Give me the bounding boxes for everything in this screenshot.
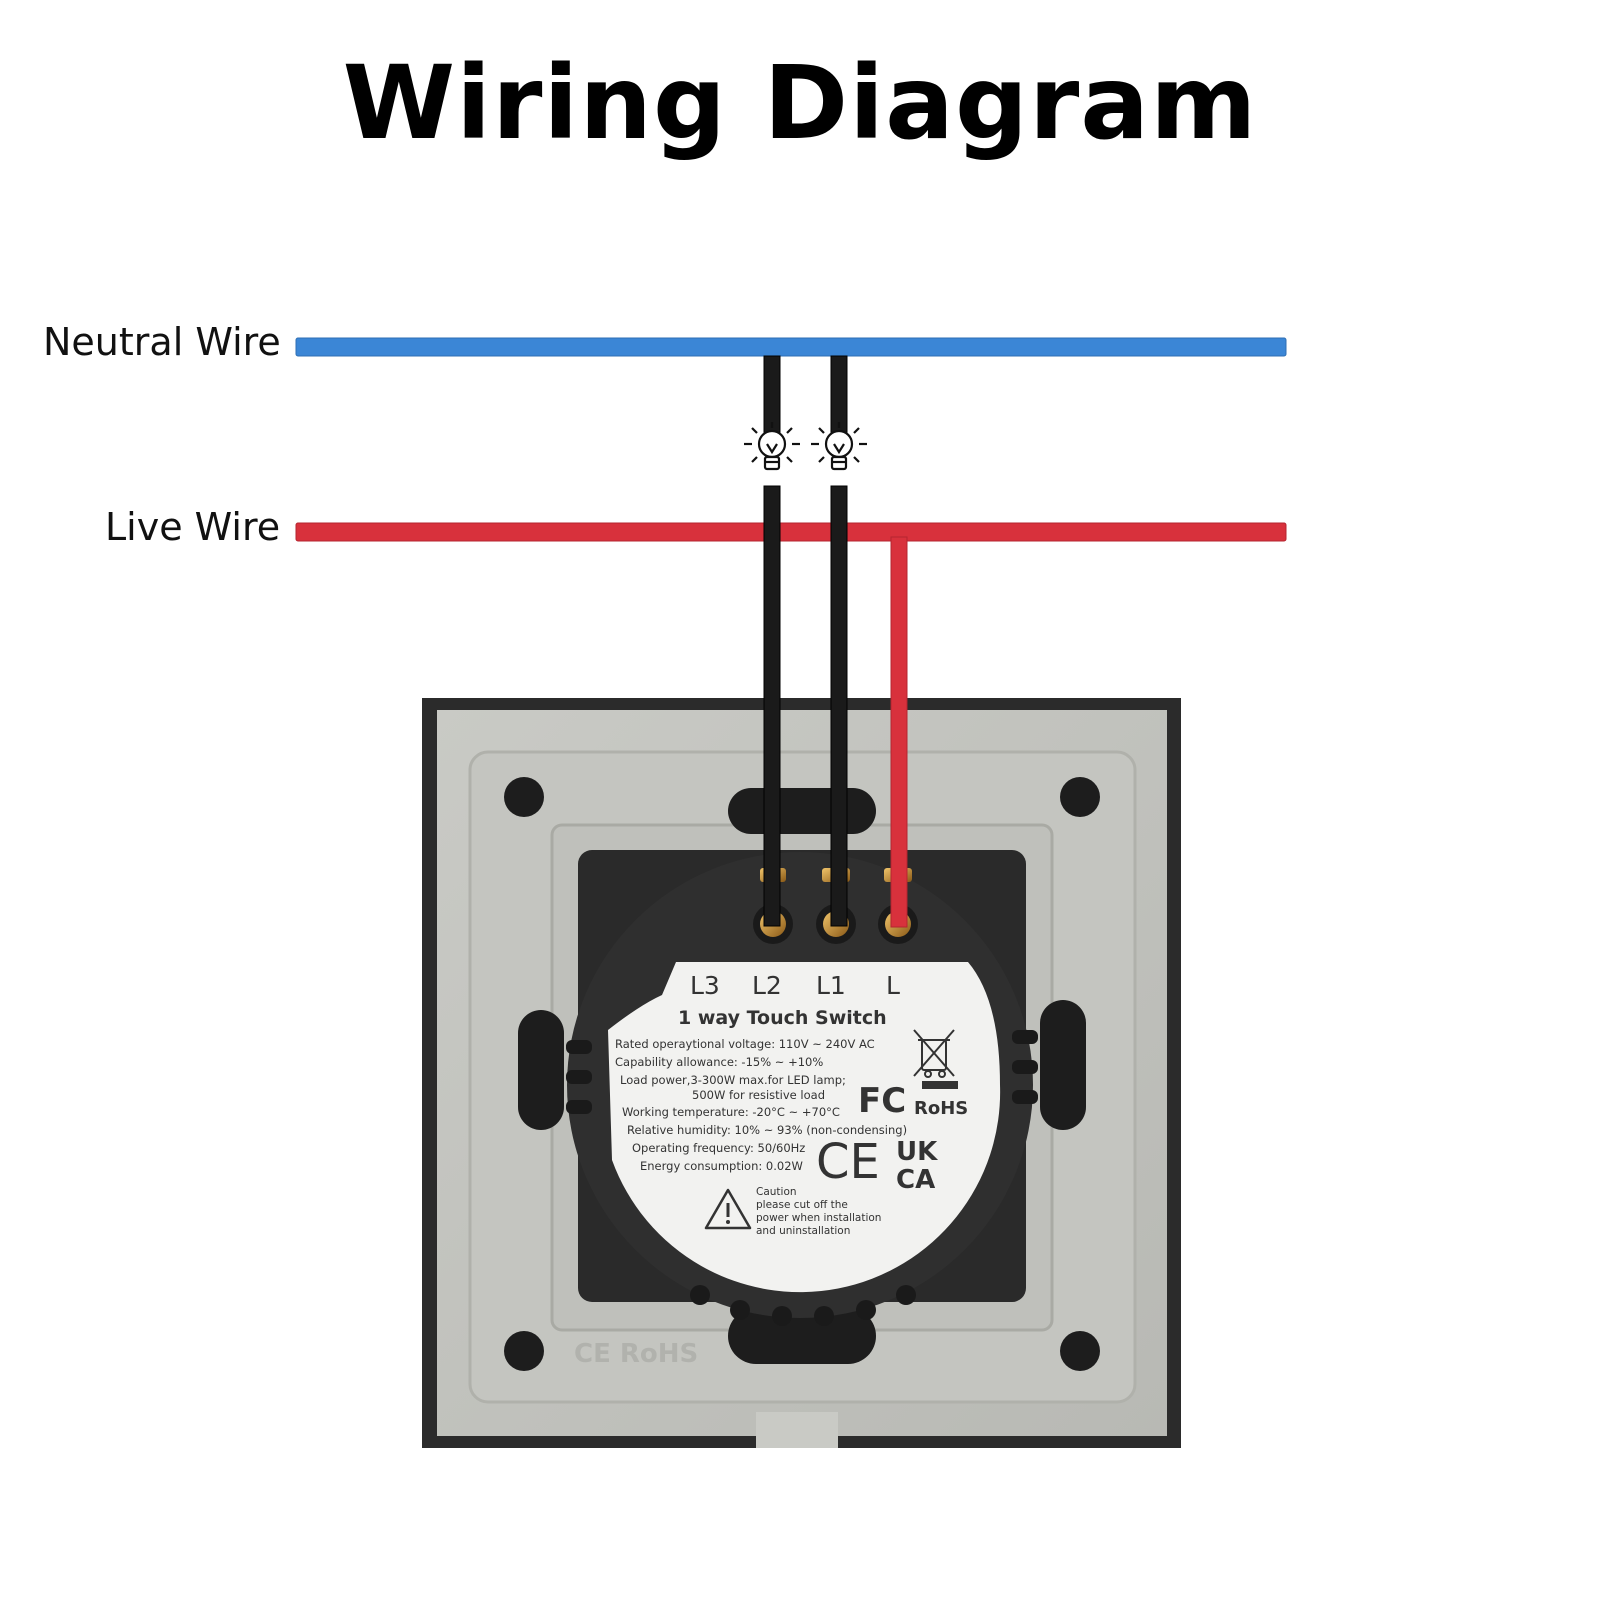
spec-line: Operating frequency: 50/60Hz [632, 1141, 805, 1155]
rohs-mark: RoHS [914, 1098, 968, 1119]
ce-mark: CE [816, 1134, 880, 1190]
terminal-label-l1: L1 [816, 971, 846, 1000]
screw-hole-icon [1060, 777, 1100, 817]
terminal-label-l3: L3 [690, 971, 720, 1000]
product-label: L3 L2 L1 L 1 way Touch Switch Rated oper… [615, 971, 968, 1237]
terminal-label-l: L [886, 971, 900, 1000]
screw-hole-icon [504, 777, 544, 817]
live-wire-branch [890, 536, 908, 928]
product-name: 1 way Touch Switch [678, 1007, 887, 1029]
weee-bin-icon [913, 1029, 955, 1078]
spec-line: Rated operaytional voltage: 110V ~ 240V … [615, 1037, 875, 1051]
neutral-wire [295, 337, 1287, 357]
light-bulb-icon [744, 422, 800, 471]
spec-line: Relative humidity: 10% ~ 93% (non-conden… [627, 1123, 907, 1137]
load-wire-l2 [763, 485, 781, 927]
live-wire [295, 522, 1287, 542]
switch-module [566, 850, 1038, 1326]
caution-line: power when installation [756, 1212, 881, 1224]
spec-line: 500W for resistive load [692, 1088, 825, 1102]
spec-line: Working temperature: -20°C ~ +70°C [622, 1105, 840, 1119]
page-title: Wiring Diagram [342, 44, 1258, 163]
light-bulb-icon [811, 422, 867, 471]
caution-line: please cut off the [756, 1199, 848, 1211]
ukca-mark-bottom: CA [896, 1165, 935, 1195]
panel-mold-text: CE RoHS [574, 1339, 698, 1369]
warning-triangle-icon [704, 1188, 752, 1230]
screw-hole-icon [504, 1331, 544, 1371]
terminal-label-l2: L2 [752, 971, 782, 1000]
live-wire-label: Live Wire [105, 505, 281, 549]
spec-line: Energy consumption: 0.02W [640, 1159, 803, 1173]
neutral-wire-label: Neutral Wire [43, 320, 281, 364]
load-wire-l1 [830, 485, 848, 927]
spec-line: Capability allowance: -15% ~ +10% [615, 1055, 823, 1069]
caution-line: Caution [756, 1186, 797, 1198]
fc-mark: FC [858, 1081, 906, 1121]
caution-line: and uninstallation [756, 1225, 850, 1237]
spec-line: Load power,3-300W max.for LED lamp; [620, 1073, 846, 1087]
ukca-mark-top: UK [896, 1137, 938, 1167]
screw-hole-icon [1060, 1331, 1100, 1371]
